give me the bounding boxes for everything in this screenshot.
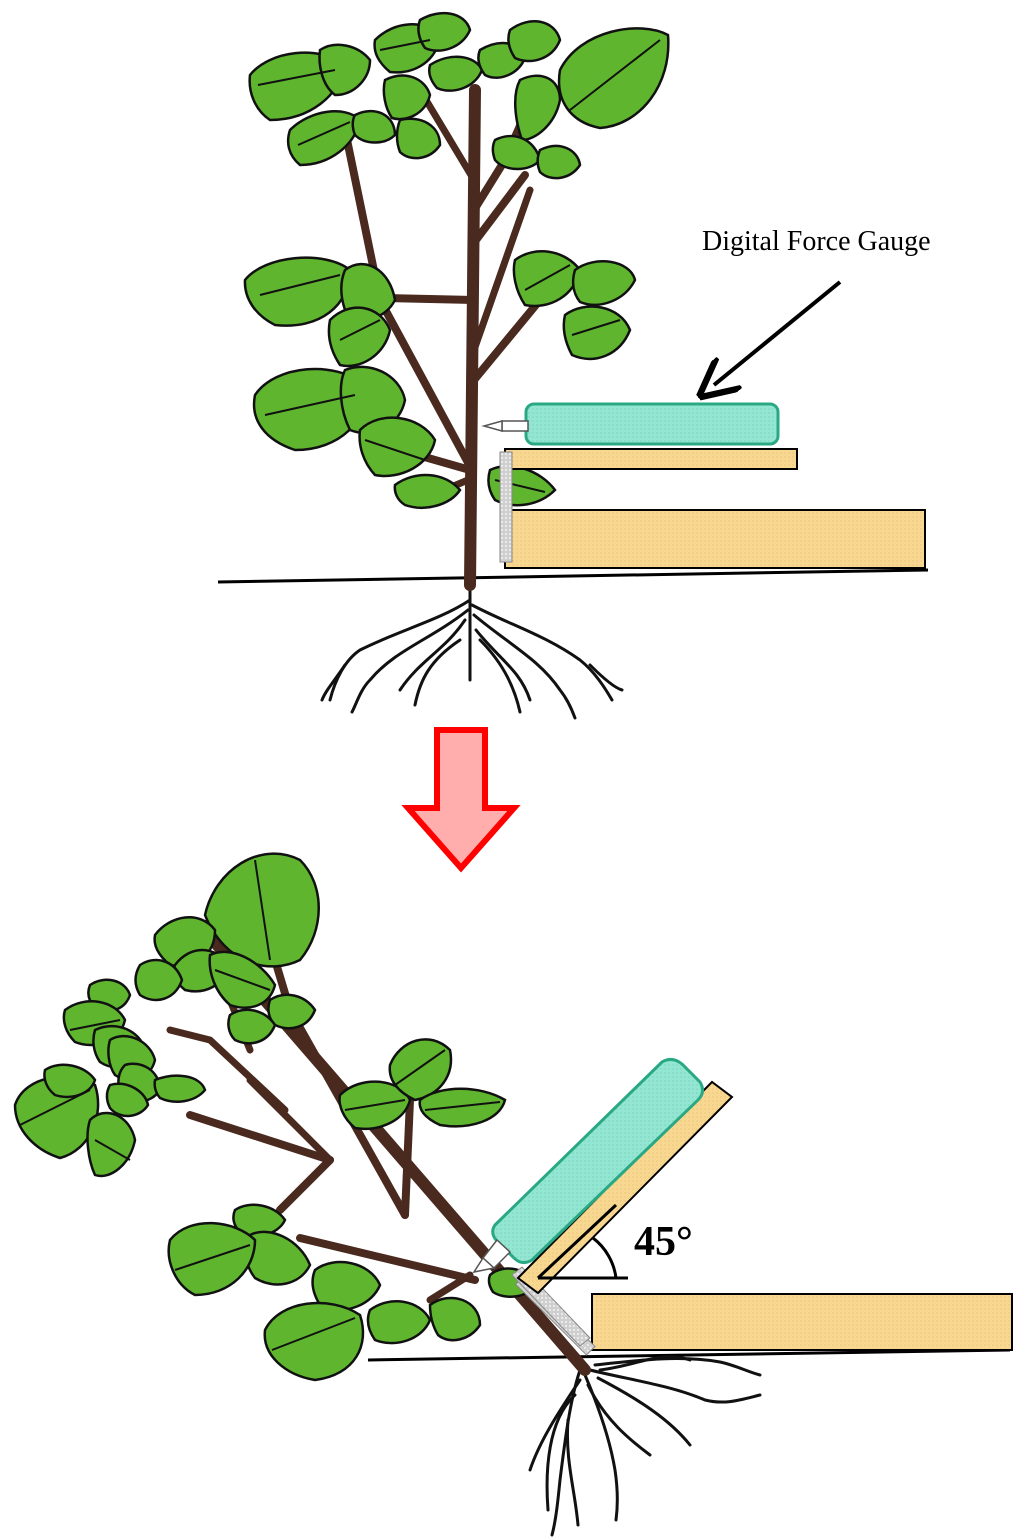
upright-plant [218, 13, 928, 718]
gauge-setup-bottom [474, 1059, 1012, 1355]
gauge-label: Digital Force Gauge [702, 226, 931, 258]
ground-line-top [218, 570, 928, 582]
tilted-plant [15, 854, 1010, 1535]
gauge-probe-top [502, 421, 528, 431]
force-gauge-top [526, 404, 778, 444]
gauge-pointer-arrow [714, 282, 840, 385]
leaves-bottom [15, 854, 535, 1380]
angle-label: 45° [634, 1218, 693, 1266]
gauge-tip-top [484, 421, 502, 431]
slider-board-top [505, 449, 797, 469]
base-board-top [505, 510, 925, 568]
gauge-setup-top [484, 282, 925, 568]
roots-bottom [530, 1357, 760, 1535]
rod-top [500, 452, 512, 562]
down-arrow-icon [408, 730, 514, 868]
angle-arc [593, 1238, 616, 1278]
roots-top [322, 585, 622, 718]
base-board-bottom [592, 1294, 1012, 1350]
